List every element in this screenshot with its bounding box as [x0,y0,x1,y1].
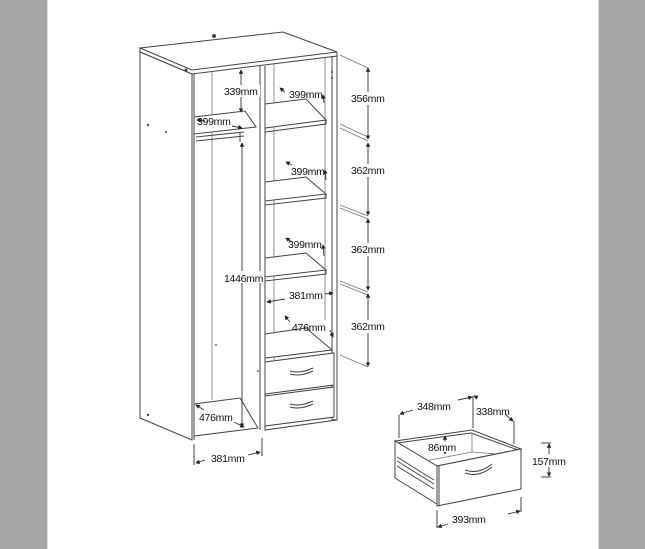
drawer-detail [393,429,523,507]
page-edge-left [47,0,48,549]
drawer-front [436,448,522,507]
drawer-front-2 [264,386,335,427]
drawer-dimensions [398,395,552,529]
label-hanging-height: 1446mm [224,273,264,285]
label-hanging-shelf-depth: 399mm [197,116,231,128]
label-drawer-height: 157mm [532,456,566,468]
drawer-handle [464,463,493,472]
label-drawer-inner-width: 348mm [417,401,451,413]
shelf-3 [264,252,328,278]
label-right-inner-width: 381mm [289,290,323,302]
label-shelf2-depth: 399mm [291,166,325,178]
drawer-front-1 [264,352,335,395]
shelf-1 [264,98,328,129]
label-drawer-front-width: 393mm [452,514,486,526]
label-spacing-4: 362mm [351,321,385,333]
label-left-bottom-depth: 476mm [199,412,233,424]
hanging-rail [195,131,245,142]
middle-divider [259,66,266,430]
label-shelf3-depth: 399mm [288,239,322,251]
right-bottom-shelf [264,327,334,359]
left-side-panel [139,51,193,441]
label-left-width: 381mm [211,453,245,465]
page-edge-right [598,0,599,549]
label-spacing-3: 362mm [351,244,385,256]
label-spacing-1: 356mm [351,93,385,105]
label-drawer-depth: 338mm [476,406,510,418]
label-spacing-2: 362mm [351,165,385,177]
label-top-clearance: 339mm [224,86,258,98]
label-right-bottom-depth: 476mm [292,322,326,334]
shelf-2 [264,176,328,202]
label-shelf1-depth: 399mm [289,89,323,101]
label-drawer-inner-height: 86mm [428,442,457,454]
